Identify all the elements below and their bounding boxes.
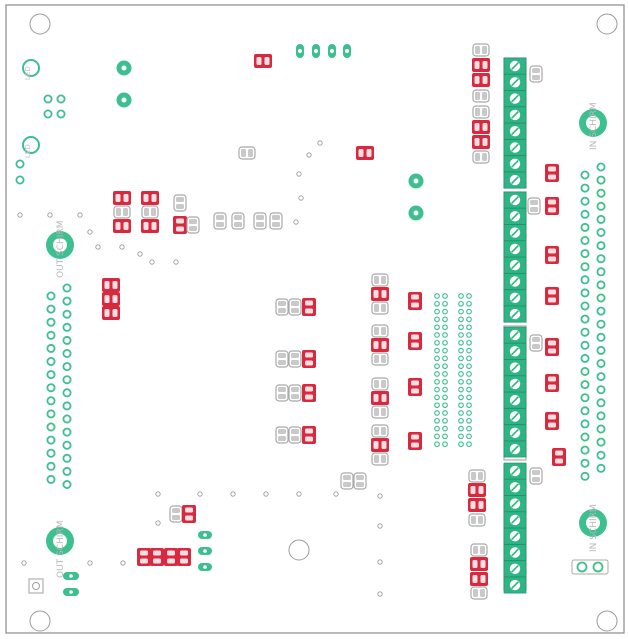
terminal-slot (503, 462, 527, 480)
mounting-hole-top-right (596, 13, 618, 35)
terminal-slot (503, 543, 527, 562)
terminal-slot (503, 288, 527, 307)
out-schirm-bottom-pad: OUT SCHIRM (46, 521, 74, 578)
jack-top-label: LED (24, 66, 32, 80)
terminal-slot (503, 155, 527, 173)
terminal-slot (503, 342, 527, 361)
terminal-slot (503, 122, 527, 140)
in-schirm-top-pad: IN SCHIRM (579, 102, 607, 150)
board-outline (5, 4, 625, 634)
terminal-slot (503, 57, 527, 75)
terminal-strip (503, 57, 527, 594)
terminal-slot (503, 391, 527, 410)
terminal-slot (503, 89, 527, 108)
terminal-slot (503, 272, 527, 291)
in-schirm-top-label: IN SCHIRM (589, 102, 599, 150)
led-pads (116, 60, 424, 221)
terminal-slot (503, 305, 527, 323)
terminal-slot (503, 191, 527, 209)
terminal-slot (503, 256, 527, 275)
out-schirm-bottom-label: OUT SCHIRM (56, 521, 66, 578)
in-schirm-bottom-pad: IN SCHIRM (579, 504, 607, 552)
terminal-slot (503, 494, 527, 513)
top-pin-row (296, 44, 351, 58)
mounting-hole-top-left (29, 13, 51, 35)
terminal-slot (503, 440, 527, 458)
terminal-slot (503, 423, 527, 442)
terminal-slot (503, 375, 527, 393)
terminal-slot (503, 559, 527, 578)
terminal-slot (503, 171, 527, 189)
terminal-slot (503, 407, 527, 426)
in-schirm-bottom-label: IN SCHIRM (589, 504, 599, 552)
led-jack-top: LED (22, 59, 40, 80)
out-schirm-left-label: OUT SCHIRM (56, 221, 66, 278)
jack-mid-label: LED (24, 144, 32, 158)
mounting-hole-bottom-right (596, 610, 618, 632)
terminal-slot (503, 511, 527, 529)
terminal-slot (503, 576, 527, 594)
component-stack-left (102, 278, 120, 320)
terminal-slot (503, 106, 527, 124)
terminal-slot (503, 207, 527, 226)
terminal-slot (503, 326, 527, 344)
terminal-slot (503, 138, 527, 157)
out-schirm-left-pad: OUT SCHIRM (46, 221, 74, 278)
terminal-slot (503, 73, 527, 92)
terminal-slot (503, 527, 527, 546)
center-hole (288, 539, 310, 561)
terminal-slot (503, 240, 527, 258)
led-jack-mid: LED (22, 136, 40, 158)
terminal-slot (503, 223, 527, 242)
connector-bottom-right (571, 559, 609, 575)
mounting-holes (29, 13, 618, 632)
terminal-slot (503, 478, 527, 497)
terminal-slot (503, 358, 527, 377)
component-cluster-bottom-left (28, 505, 212, 596)
mounting-hole-bottom-left (29, 610, 51, 632)
